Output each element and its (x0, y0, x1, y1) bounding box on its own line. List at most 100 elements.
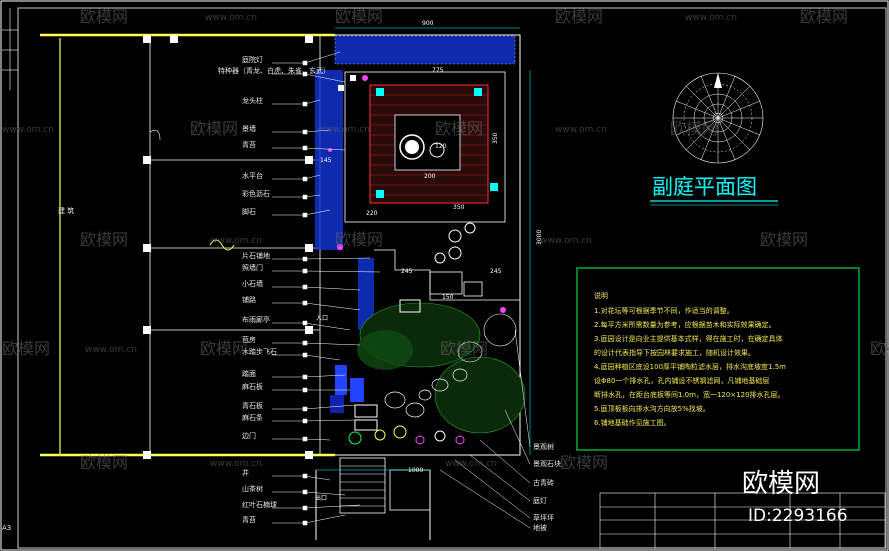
watermark: 欧模网 (440, 339, 488, 358)
watermark: 欧模网 (80, 230, 128, 249)
dimension-label: 350 (492, 132, 499, 144)
note-line: 设Φ80一个排水孔，孔内铺设不锈钢滤网，凡铺地基础层 (594, 376, 769, 385)
watermark: 欧模网 (335, 7, 383, 26)
inner-frame (17, 7, 887, 549)
left-label: 小石墙 (242, 279, 263, 288)
left-label: 庭院灯 (242, 55, 263, 64)
note-line: 3.庭园设计是向业主提供基本式样，得在施工时，在确定具体 (594, 334, 783, 343)
watermark: 欧模网 (760, 230, 808, 249)
planting-area (328, 75, 526, 445)
leader-node (302, 300, 308, 306)
watermark-url: www.om.cn (85, 345, 137, 355)
watermark-url: www.om.cn (210, 236, 262, 246)
watermark-url: www.om.cn (445, 459, 497, 469)
leader-node (302, 489, 308, 495)
watermark: 欧模网 (800, 7, 848, 26)
dimension-label: 1000 (408, 467, 423, 474)
leader-node (302, 284, 308, 290)
note-line: 1.对花坛等可根据季节不同，作适当的调整。 (594, 306, 734, 315)
note-line: 2.每平方米所需数量为参考，应根据苗木和实际效果确定。 (594, 320, 776, 329)
note-line: 6.铺地基础作见施工图。 (594, 418, 671, 427)
footer-id: ID:2293166 (748, 506, 848, 526)
watermark: 欧模网 (190, 119, 238, 138)
watermark: 欧模网 (870, 339, 889, 358)
page-title: 副庭平面图 (652, 175, 757, 199)
right-label: 景观树 (533, 442, 554, 451)
dimension-label: 150 (442, 294, 454, 301)
watermark-url: www.om.cn (205, 13, 257, 23)
left-label: 青苔 (242, 515, 256, 524)
leader-node (302, 145, 308, 151)
notes-heading: 说明 (594, 291, 608, 300)
title-block (599, 492, 886, 549)
note-line: 断排水孔，在距台底板等间1.0m，宽一120×120排水孔层。 (594, 390, 785, 399)
sheet-mark: A3 (2, 524, 11, 532)
notes-list: 1.对花坛等可根据季节不同，作适当的调整。 2.每平方米所需数量为参考，应根据苗木… (594, 306, 786, 427)
leader-node (302, 268, 308, 274)
leader-node (302, 101, 308, 107)
left-label: 脚石 (242, 207, 256, 216)
left-label: 苞房 (242, 335, 256, 344)
footer-brand: 欧模网 (742, 469, 820, 499)
leader-node (302, 256, 308, 262)
watermark-url: www.om.cn (2, 125, 54, 135)
leader-node (302, 406, 308, 412)
entrance-steps (315, 457, 431, 540)
note-line: 的设计代表指导下按园林要求施工，随机设计效果。 (594, 348, 755, 357)
left-label: 边门 (242, 431, 256, 440)
right-leader-lines (439, 329, 531, 529)
watermark: 欧模网 (80, 453, 128, 472)
watermark: 欧模网 (335, 230, 383, 249)
watermark-url: www.om.cn (685, 13, 737, 23)
leader-node (302, 194, 308, 200)
left-label: 照墙门 (242, 263, 263, 272)
leader-node (302, 436, 308, 442)
left-leader-lines (272, 51, 381, 526)
left-annotation-labels: 庭院灯特种器（青龙、白虎、朱雀、玄武）龙头柱景墙青苔水平台彩色沥石脚石片石铺地照… (218, 55, 330, 524)
leader-node (302, 71, 308, 77)
left-label: 布雨廊亭 (242, 315, 270, 324)
right-label: 草坪坪 (533, 513, 554, 522)
watermark: 欧模网 (80, 7, 128, 26)
leader-node (302, 418, 308, 424)
building-label: 建 筑 (58, 206, 74, 215)
leader-node (302, 60, 308, 66)
watermark: 欧模网 (560, 453, 608, 472)
note-line: 5.庭顶板板向排水沟方向放5%找坡。 (594, 404, 710, 413)
left-label: 龙头柱 (242, 96, 263, 105)
dimension-label: 350 (453, 204, 465, 211)
building-outline (40, 33, 335, 459)
watermark: 欧模网 (555, 7, 603, 26)
leader-node (302, 473, 308, 479)
compass-rose-icon (672, 72, 764, 164)
right-label: 景观石块 (533, 459, 561, 468)
watermark-url: www.om.cn (555, 125, 607, 135)
dimension-label: 245 (401, 268, 413, 275)
left-label: 麻石板 (242, 382, 263, 391)
notes-box (576, 267, 860, 451)
leader-node (302, 352, 308, 358)
left-label: 红叶石楠球 (242, 500, 277, 509)
leader-node (302, 176, 308, 182)
left-label: 水平台 (242, 171, 263, 180)
watermark-url: www.om.cn (318, 125, 370, 135)
right-label: 古青砖 (533, 478, 554, 487)
note-line: 4.庭园种植区底设100厚平铺陶粒滤水层，排水沟底坡度1.5m (594, 362, 786, 371)
dimension-label: 245 (490, 268, 502, 275)
leader-node (302, 387, 308, 393)
left-label: 彩色沥石 (242, 189, 270, 198)
right-label: 地被 (533, 523, 547, 532)
leader-node (302, 320, 308, 326)
leader-node (302, 520, 308, 526)
dimension-label: 3000 (536, 230, 543, 245)
left-label: 青苔 (242, 140, 256, 149)
left-label: 片石铺地 (242, 251, 270, 260)
left-label: 木踏步飞石 (242, 347, 277, 356)
dimension-label: 220 (366, 210, 378, 217)
watermark: 欧模网 (435, 119, 483, 138)
leader-node (302, 374, 308, 380)
left-label: 踏面 (242, 369, 256, 378)
watermark-url: www.om.cn (210, 459, 262, 469)
